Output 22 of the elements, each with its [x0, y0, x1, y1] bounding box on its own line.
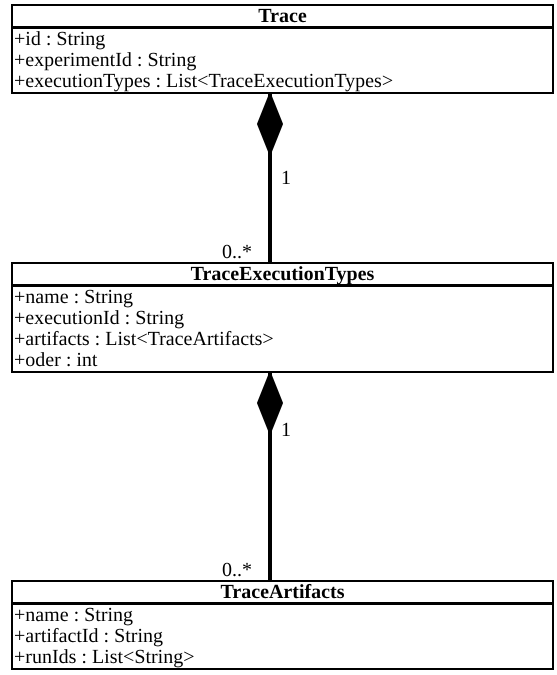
composition-line: [257, 93, 283, 262]
class-name: Trace: [13, 6, 552, 29]
attribute-text: +id : String: [13, 29, 106, 50]
class-box: [11, 580, 554, 670]
class-name: TraceExecutionTypes: [13, 264, 552, 287]
attribute-text: +runIds : List<String>: [13, 647, 196, 668]
class-box: [11, 262, 554, 373]
attribute-text: +artifacts : List<TraceArtifacts>: [13, 329, 275, 350]
class-box: [11, 4, 554, 94]
attribute-text: +experimentId : String: [13, 50, 198, 71]
attribute-text: +executionId : String: [13, 308, 186, 329]
class-name: TraceArtifacts: [13, 582, 552, 605]
attribute-text: +name : String: [13, 287, 134, 308]
multiplicity-label: 0..*: [222, 242, 252, 262]
multiplicity-label: 0..*: [222, 560, 252, 580]
multiplicity-label: 1: [281, 168, 291, 188]
attribute-text: +name : String: [13, 605, 134, 626]
attribute-text: +executionTypes : List<TraceExecutionTypes>: [13, 71, 394, 92]
multiplicity-label: 1: [281, 420, 291, 440]
composition-line: [257, 372, 283, 580]
attribute-text: +oder : int: [13, 350, 98, 371]
attribute-text: +artifactId : String: [13, 626, 164, 647]
